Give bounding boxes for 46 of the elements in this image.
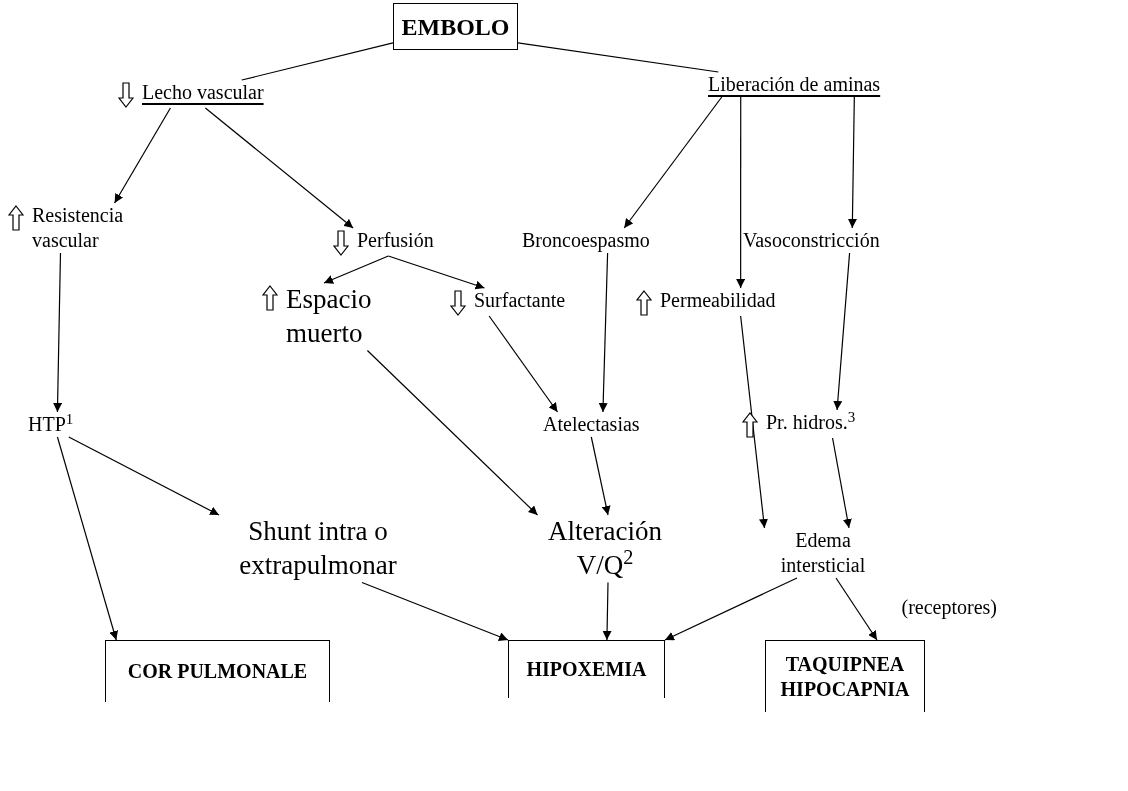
- node-label: HTP$^{1}$: [28, 412, 74, 437]
- arrow: [664, 577, 798, 641]
- node-label: Resistencia vascular: [32, 203, 125, 253]
- arrow: [833, 252, 851, 411]
- node-label: Espacio muerto: [286, 283, 373, 350]
- node-label: Surfactante: [474, 288, 566, 313]
- arrow: [68, 436, 220, 516]
- outcome-box: [508, 640, 665, 698]
- node-label: Edema intersticial: [779, 528, 867, 578]
- arrow: [831, 437, 852, 529]
- node-label: COR PULMONALE: [127, 659, 308, 684]
- node-label: Lecho vascular: [142, 80, 264, 105]
- arrow: [590, 436, 611, 516]
- arrow: [361, 581, 509, 641]
- node-label: Perfusión: [357, 228, 434, 253]
- node-label: Alteración V/Q$^{2}$: [547, 515, 663, 582]
- node-label: TAQUIPNEA HIPOCAPNIA: [779, 651, 911, 702]
- outcome-box: [105, 640, 330, 702]
- node-label: Atelectasias: [543, 412, 640, 437]
- node-label: Broncoespasmo: [522, 228, 650, 253]
- connector-line: [517, 42, 719, 73]
- arrow: [740, 315, 768, 529]
- arrow: [623, 96, 723, 229]
- outcome-box: [393, 3, 518, 50]
- node-label: Pr. hidros.$^{3}$: [766, 410, 856, 435]
- arrow: [835, 577, 878, 641]
- arrow: [53, 252, 63, 413]
- arrow: [847, 96, 857, 229]
- node-label: Vasoconstricción: [743, 228, 880, 253]
- arrow: [366, 349, 539, 516]
- node-label: Liberación de aminas: [708, 72, 881, 97]
- connector-line: [241, 42, 394, 81]
- node-label: HIPOXEMIA: [526, 657, 647, 682]
- arrow: [323, 255, 389, 284]
- node-label: EMBOLO: [401, 12, 510, 42]
- node-label: Shunt intra o extrapulmonar: [238, 515, 398, 582]
- node-label: Permeabilidad: [660, 288, 776, 313]
- arrow: [204, 107, 354, 229]
- arrow: [114, 107, 171, 204]
- arrow: [598, 252, 609, 413]
- arrow: [736, 96, 746, 289]
- arrow: [602, 581, 612, 641]
- outcome-box: [765, 640, 925, 712]
- arrow: [488, 315, 559, 413]
- arrow: [387, 255, 486, 290]
- arrow: [56, 436, 119, 641]
